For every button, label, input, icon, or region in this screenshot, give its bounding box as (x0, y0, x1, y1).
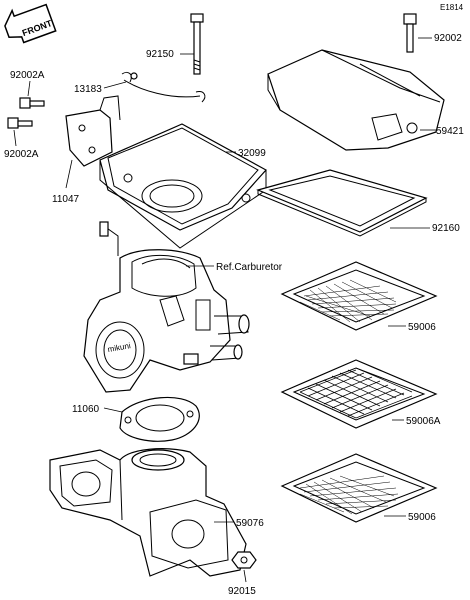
label-carburetor: Ref.Carburetor (216, 262, 283, 273)
label-59006a: 59006A (406, 416, 441, 427)
label-92002a-bottom: 92002A (4, 149, 39, 160)
bolt-92002 (403, 13, 417, 53)
manifold-59076 (49, 448, 247, 577)
screen-59006-top (280, 261, 438, 331)
cable-clamp-13183 (121, 71, 206, 103)
label-59006-top: 59006 (408, 322, 436, 333)
label-92002a-top: 92002A (10, 70, 45, 81)
screen-59006a (280, 359, 438, 429)
label-11060: 11060 (72, 404, 100, 415)
carburetor: mikuni (83, 221, 250, 393)
bracket-11047 (65, 95, 121, 167)
label-59421: 59421 (436, 126, 464, 137)
label-92150: 92150 (146, 49, 174, 60)
label-92160: 92160 (432, 223, 460, 234)
bolt-92150 (190, 13, 204, 75)
label-32099: 32099 (238, 148, 266, 159)
label-59006-bottom: 59006 (408, 512, 436, 523)
gasket-11060 (119, 396, 200, 442)
screw-92002a-top (19, 97, 45, 109)
gasket-92160 (256, 169, 428, 237)
carburetor-logo: mikuni (107, 341, 132, 354)
diagram-code: E1814 (440, 3, 464, 12)
label-92002: 92002 (434, 33, 462, 44)
label-92015: 92015 (228, 586, 256, 597)
nut-92015 (231, 551, 257, 569)
air-box-32099 (99, 123, 267, 249)
front-arrow-icon: FRONT (4, 3, 57, 44)
label-59076: 59076 (236, 518, 264, 529)
label-13183: 13183 (74, 84, 102, 95)
label-11047: 11047 (52, 194, 80, 205)
cover-59421 (267, 49, 445, 151)
screen-59006-bottom (280, 453, 438, 523)
screw-92002a-bottom (7, 117, 33, 129)
